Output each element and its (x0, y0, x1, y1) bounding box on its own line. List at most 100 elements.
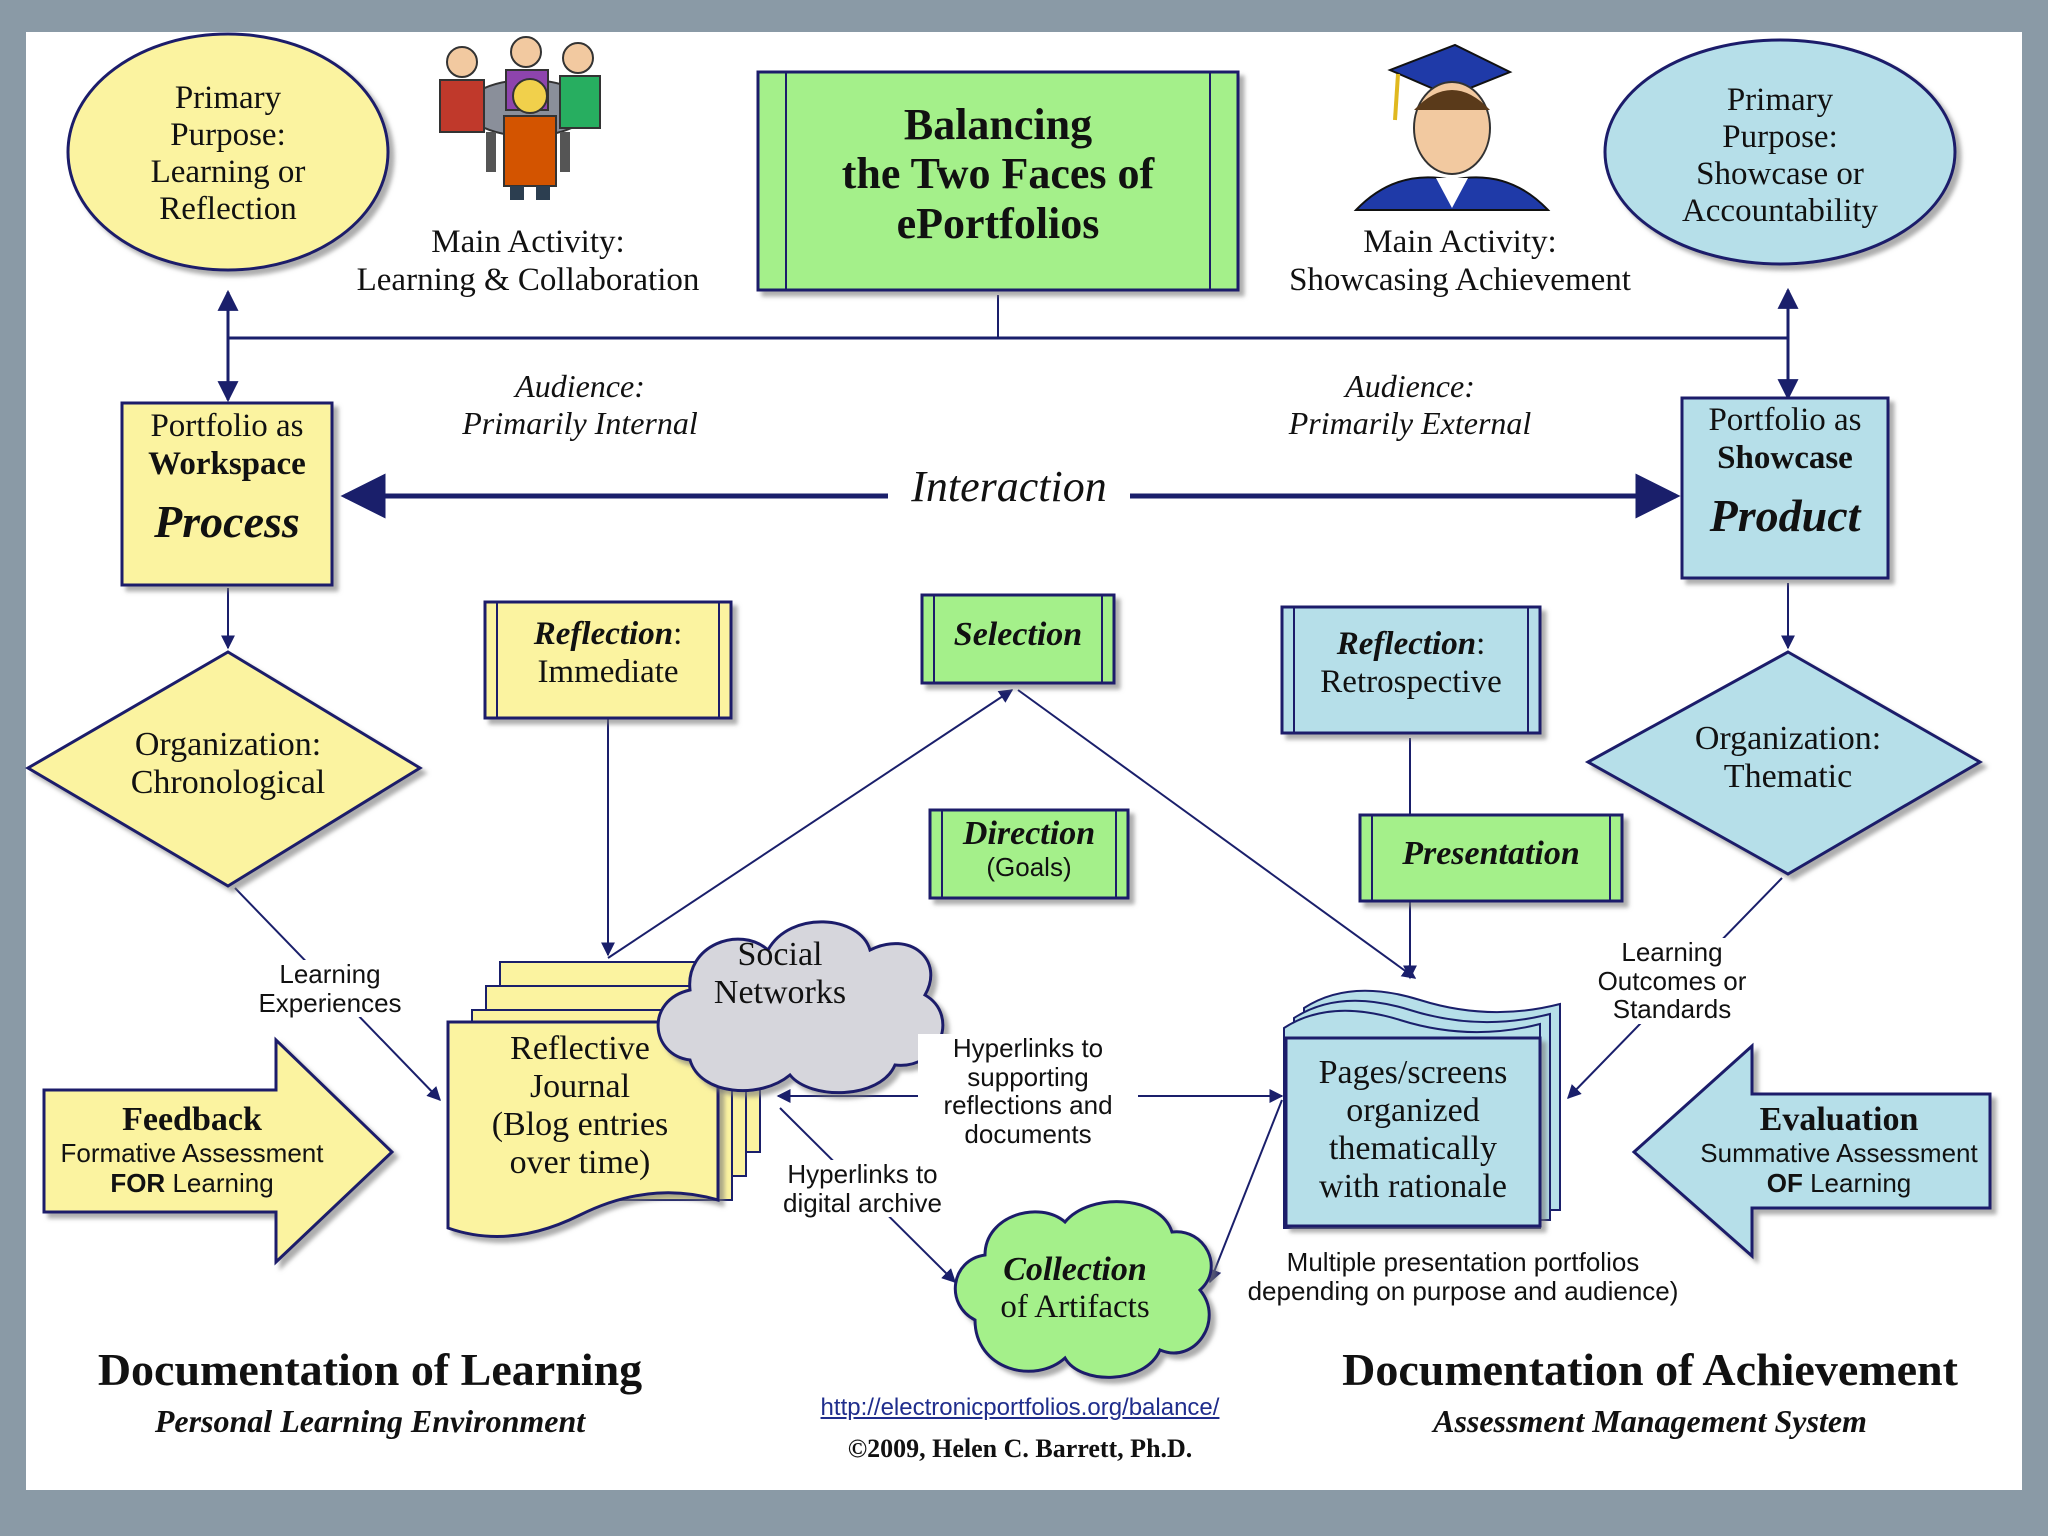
title-box (756, 70, 1240, 292)
learning-outcomes-label: Learning Outcomes or Standards (1582, 938, 1762, 1024)
direction-text: Direction (Goals) (932, 814, 1126, 883)
showcase-box (1680, 396, 1890, 580)
org-line: Thematic (1723, 758, 1853, 796)
summative-label: Summative Assessment (1700, 1138, 1978, 1169)
oval-line: Primary (1726, 82, 1834, 118)
hyperlinks-support-label: Hyperlinks to supporting reflections and… (918, 1033, 1138, 1149)
oval-line: Purpose: (170, 116, 286, 153)
audience-line: Audience: (1345, 368, 1475, 404)
learning-purpose-text: Primary Purpose: Learning or Reflection (98, 80, 358, 228)
box-line: Portfolio as (150, 408, 304, 444)
process-label: Process (154, 495, 300, 547)
hyperlinks-line: digital archive (783, 1187, 942, 1218)
doc-learning-title: Documentation of Learning (97, 1344, 643, 1395)
formative-label: Formative Assessment (60, 1138, 324, 1169)
hyperlinks-line: reflections and (943, 1090, 1113, 1121)
org-line: Organization: (1694, 720, 1882, 757)
evaluation-text: Evaluation Summative Assessment OF Learn… (1690, 1100, 1988, 1199)
feedback-text: Feedback Formative Assessment FOR Learni… (46, 1100, 338, 1199)
diagram-title: Balancing the Two Faces of ePortfolios (760, 100, 1236, 248)
multiple-line: depending on purpose and audience) (1247, 1275, 1679, 1306)
workspace-box (120, 401, 334, 587)
immediate-label: Immediate (537, 653, 679, 690)
evaluation-label: Evaluation (1759, 1101, 1919, 1138)
chronological-diamond (25, 650, 423, 888)
outcomes-line: Learning (1621, 937, 1723, 967)
showcase-purpose-oval (1603, 38, 1957, 266)
presentation-label: Presentation (1402, 835, 1580, 872)
activity-line: Main Activity: (431, 224, 625, 260)
hyperlinks-line: Hyperlinks to (787, 1159, 938, 1189)
reflective-journal-text: Reflective Journal (Blog entries over ti… (460, 1030, 700, 1182)
title-line: Balancing (903, 100, 1093, 149)
org-line: Organization: (134, 726, 322, 763)
feedback-arrow (42, 1036, 395, 1266)
graduate-icon (1353, 43, 1551, 211)
social-networks-cloud (656, 920, 945, 1095)
students-collaborating-icon (439, 36, 601, 200)
audience-line: Primarily Internal (462, 404, 698, 441)
multiple-line: Multiple presentation portfolios (1286, 1247, 1640, 1277)
box-line: Portfolio as (1708, 402, 1862, 438)
thematic-diamond (1584, 650, 1983, 876)
retrospective-label: Retrospective (1320, 663, 1502, 700)
interaction-label: Interaction (888, 462, 1130, 513)
hyperlinks-line: supporting (967, 1061, 1089, 1092)
oval-line: Accountability (1681, 192, 1879, 229)
collection-text: Collection of Artifacts (975, 1250, 1175, 1327)
documentation-achievement: Documentation of Achievement Assessment … (1300, 1344, 2000, 1440)
journal-line: Journal (529, 1068, 631, 1106)
of-label: OF (1766, 1167, 1803, 1198)
cloud-line: Social (737, 936, 823, 973)
multiple-portfolios-label: Multiple presentation portfolios dependi… (1238, 1248, 1688, 1305)
thematic-text: Organization: Thematic (1628, 720, 1948, 796)
oval-line: Primary (174, 80, 282, 116)
collection-label: Collection (1003, 1251, 1147, 1288)
hyperlinks-archive-label: Hyperlinks to digital archive (770, 1159, 955, 1218)
learning-activity: Main Activity: Learning & Collaboration (318, 224, 738, 300)
copyright: ©2009, Helen C. Barrett, Ph.D. (847, 1434, 1193, 1463)
balance-link[interactable]: http://electronicportfolios.org/balance/ (820, 1394, 1220, 1421)
colon: : (673, 616, 683, 652)
oval-line: Reflection (159, 190, 297, 227)
audience-line: Audience: (515, 368, 645, 404)
direction-label: Direction (962, 815, 1096, 852)
label-boxes (483, 593, 1624, 903)
reflection-label: Reflection (533, 616, 674, 652)
external-audience: Audience: Primarily External (1230, 368, 1590, 442)
for-label: FOR (110, 1167, 166, 1198)
hyperlinks-line: Hyperlinks to (952, 1033, 1104, 1063)
showcase-purpose-text: Primary Purpose: Showcase or Accountabil… (1620, 82, 1940, 230)
reflection-immediate-text: Reflection: Immediate (487, 616, 729, 692)
journal-line: over time) (509, 1144, 651, 1182)
artifacts-label: of Artifacts (1000, 1289, 1150, 1326)
reflective-journal-pages (446, 961, 761, 1238)
activity-line: Learning & Collaboration (356, 261, 700, 298)
pages-line: thematically (1328, 1130, 1498, 1168)
title-line: the Two Faces of (841, 149, 1155, 199)
selection-label: Selection (953, 616, 1083, 653)
activity-line: Main Activity: (1363, 224, 1557, 260)
internal-audience: Audience: Primarily Internal (400, 368, 760, 442)
pages-screens-text: Pages/screens organized thematically wit… (1290, 1054, 1536, 1206)
org-line: Chronological (130, 764, 326, 802)
oval-line: Showcase or (1696, 155, 1864, 192)
activity-line: Showcasing Achievement (1289, 261, 1631, 298)
learning-experiences-label: Learning Experiences (250, 960, 410, 1018)
journal-line: Reflective (510, 1030, 650, 1067)
experiences-line: Experiences (258, 987, 402, 1018)
pages-line: with rationale (1319, 1168, 1507, 1206)
audience-line: Primarily External (1288, 404, 1532, 441)
outcomes-line: Standards (1612, 994, 1732, 1025)
learning-label: Learning (1810, 1167, 1912, 1198)
feedback-label: Feedback (122, 1101, 262, 1138)
title-line: ePortfolios (896, 198, 1100, 248)
reflection-retro-text: Reflection: Retrospective (1284, 626, 1538, 702)
doc-achievement-title: Documentation of Achievement (1342, 1344, 1958, 1395)
goals-label: (Goals) (986, 852, 1072, 883)
oval-line: Learning or (150, 153, 306, 190)
collection-cloud (953, 1200, 1213, 1379)
oval-line: Purpose: (1722, 118, 1838, 155)
learning-purpose-oval (66, 32, 390, 272)
